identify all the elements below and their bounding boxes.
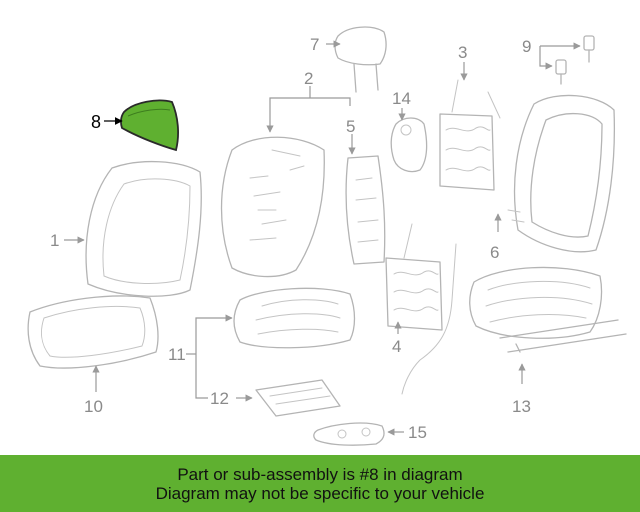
callout-9-label: 9 — [522, 37, 531, 56]
callout-6-label: 6 — [490, 243, 499, 262]
callout-4-label: 4 — [392, 337, 401, 356]
part-7-headrest — [334, 26, 387, 93]
part-15-harness-module — [313, 422, 385, 446]
callout-3-label: 3 — [458, 43, 467, 62]
part-2-seatback-pad — [220, 136, 325, 278]
part-1-seatback-cover — [85, 160, 202, 297]
part-12-cushion-mat — [255, 379, 341, 417]
callout-1-label: 1 — [50, 231, 59, 250]
banner-line-2: Diagram may not be specific to your vehi… — [155, 483, 485, 503]
callout-13-label: 13 — [512, 397, 531, 416]
part-8-headrest-cover[interactable] — [120, 99, 179, 152]
part-6-seatback-frame — [507, 94, 615, 253]
part-9-fasteners — [555, 35, 595, 85]
part-5-insulator — [345, 155, 386, 265]
callout-8-label: 8 — [91, 112, 101, 132]
banner-line-1: Part or sub-assembly is #8 in diagram — [177, 464, 463, 484]
callout-7-label: 7 — [310, 35, 319, 54]
callout-12-label: 12 — [210, 389, 229, 408]
part-4-lumbar-support — [385, 223, 457, 395]
seat-parts-diagram: 8 1 10 2 5 7 14 — [27, 26, 627, 446]
callout-5-label: 5 — [346, 117, 355, 136]
part-13-seat-track — [469, 266, 627, 353]
info-banner: Part or sub-assembly is #8 in diagram Di… — [0, 455, 640, 512]
part-10-cushion-cover — [27, 295, 159, 369]
part-11-cushion-pad — [233, 287, 356, 349]
callout-14-label: 14 — [392, 89, 411, 108]
part-14-lumbar-motor — [390, 117, 428, 173]
callout-2-label: 2 — [304, 69, 313, 88]
part-3-back-support — [439, 79, 501, 191]
callout-11-label: 11 — [168, 345, 186, 364]
callout-15-label: 15 — [408, 423, 427, 442]
callout-10-label: 10 — [84, 397, 103, 416]
